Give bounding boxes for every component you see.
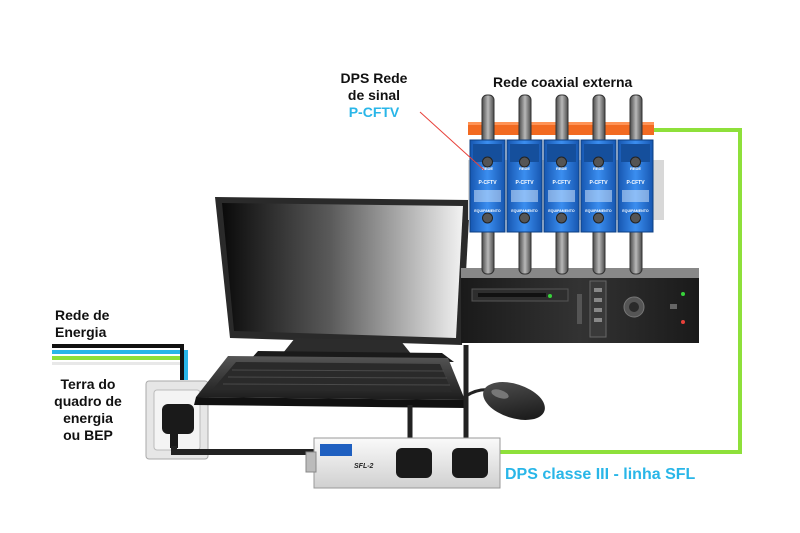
dps-signal-model: P-CFTV — [348, 104, 400, 120]
dps-module: REDE P-CFTV EQUIPAMENTO — [617, 139, 654, 233]
svg-text:REDE: REDE — [519, 166, 530, 171]
dps-module: REDE P-CFTV EQUIPAMENTO — [543, 139, 580, 233]
wall-outlet — [145, 380, 209, 460]
coax-label: Rede coaxial externa — [493, 74, 633, 90]
svg-text:P-CFTV: P-CFTV — [515, 180, 534, 186]
ground-label-line2: quadro de energia — [54, 393, 122, 426]
dps-signal-label: DPS Rede de sinal P-CFTV — [318, 70, 430, 121]
svg-text:REDE: REDE — [556, 166, 567, 171]
svg-text:P-CFTV: P-CFTV — [626, 180, 645, 186]
dps-module: REDE P-CFTV EQUIPAMENTO — [506, 139, 543, 233]
energy-label-line1: Rede de — [55, 307, 110, 323]
svg-text:SFL-2: SFL-2 — [354, 463, 374, 470]
dps-module: REDE P-CFTV EQUIPAMENTO — [580, 139, 617, 233]
power-lines — [52, 344, 188, 380]
svg-text:EQUIPAMENTO: EQUIPAMENTO — [548, 209, 575, 213]
keyboard — [194, 356, 466, 408]
ground-label: Terra do quadro de energia ou BEP — [40, 376, 136, 444]
ground-label-line3: ou BEP — [63, 427, 113, 443]
dps-module: REDE P-CFTV EQUIPAMENTO — [469, 139, 506, 233]
sfl-power-strip: SFL-2 — [305, 437, 501, 489]
svg-text:EQUIPAMENTO: EQUIPAMENTO — [585, 209, 612, 213]
dps-modules: REDE P-CFTV EQUIPAMENTO REDE P-CFTV EQUI… — [469, 139, 654, 233]
svg-text:REDE: REDE — [593, 166, 604, 171]
computer-case — [461, 268, 699, 343]
svg-text:P-CFTV: P-CFTV — [478, 180, 497, 186]
monitor — [215, 197, 470, 362]
svg-text:EQUIPAMENTO: EQUIPAMENTO — [474, 209, 501, 213]
dps-signal-label-line2: de sinal — [347, 87, 401, 103]
energy-label-line2: Energia — [55, 324, 107, 340]
coax-cables-top — [481, 94, 643, 146]
ground-label-line1: Terra do — [60, 376, 116, 392]
svg-text:EQUIPAMENTO: EQUIPAMENTO — [511, 209, 538, 213]
outlet-to-sfl-cable — [171, 446, 318, 455]
energy-label: Rede de Energia — [55, 307, 109, 341]
svg-text:P-CFTV: P-CFTV — [552, 180, 571, 186]
pointer-line — [419, 111, 485, 171]
svg-text:P-CFTV: P-CFTV — [589, 180, 608, 186]
svg-text:EQUIPAMENTO: EQUIPAMENTO — [622, 209, 649, 213]
ground-wire — [492, 128, 742, 454]
svg-text:REDE: REDE — [630, 166, 641, 171]
mouse — [465, 382, 545, 420]
dps-signal-label-line1: DPS Rede — [340, 70, 408, 86]
svg-text:REDE: REDE — [482, 166, 493, 171]
class3-label: DPS classe III - linha SFL — [505, 466, 696, 483]
